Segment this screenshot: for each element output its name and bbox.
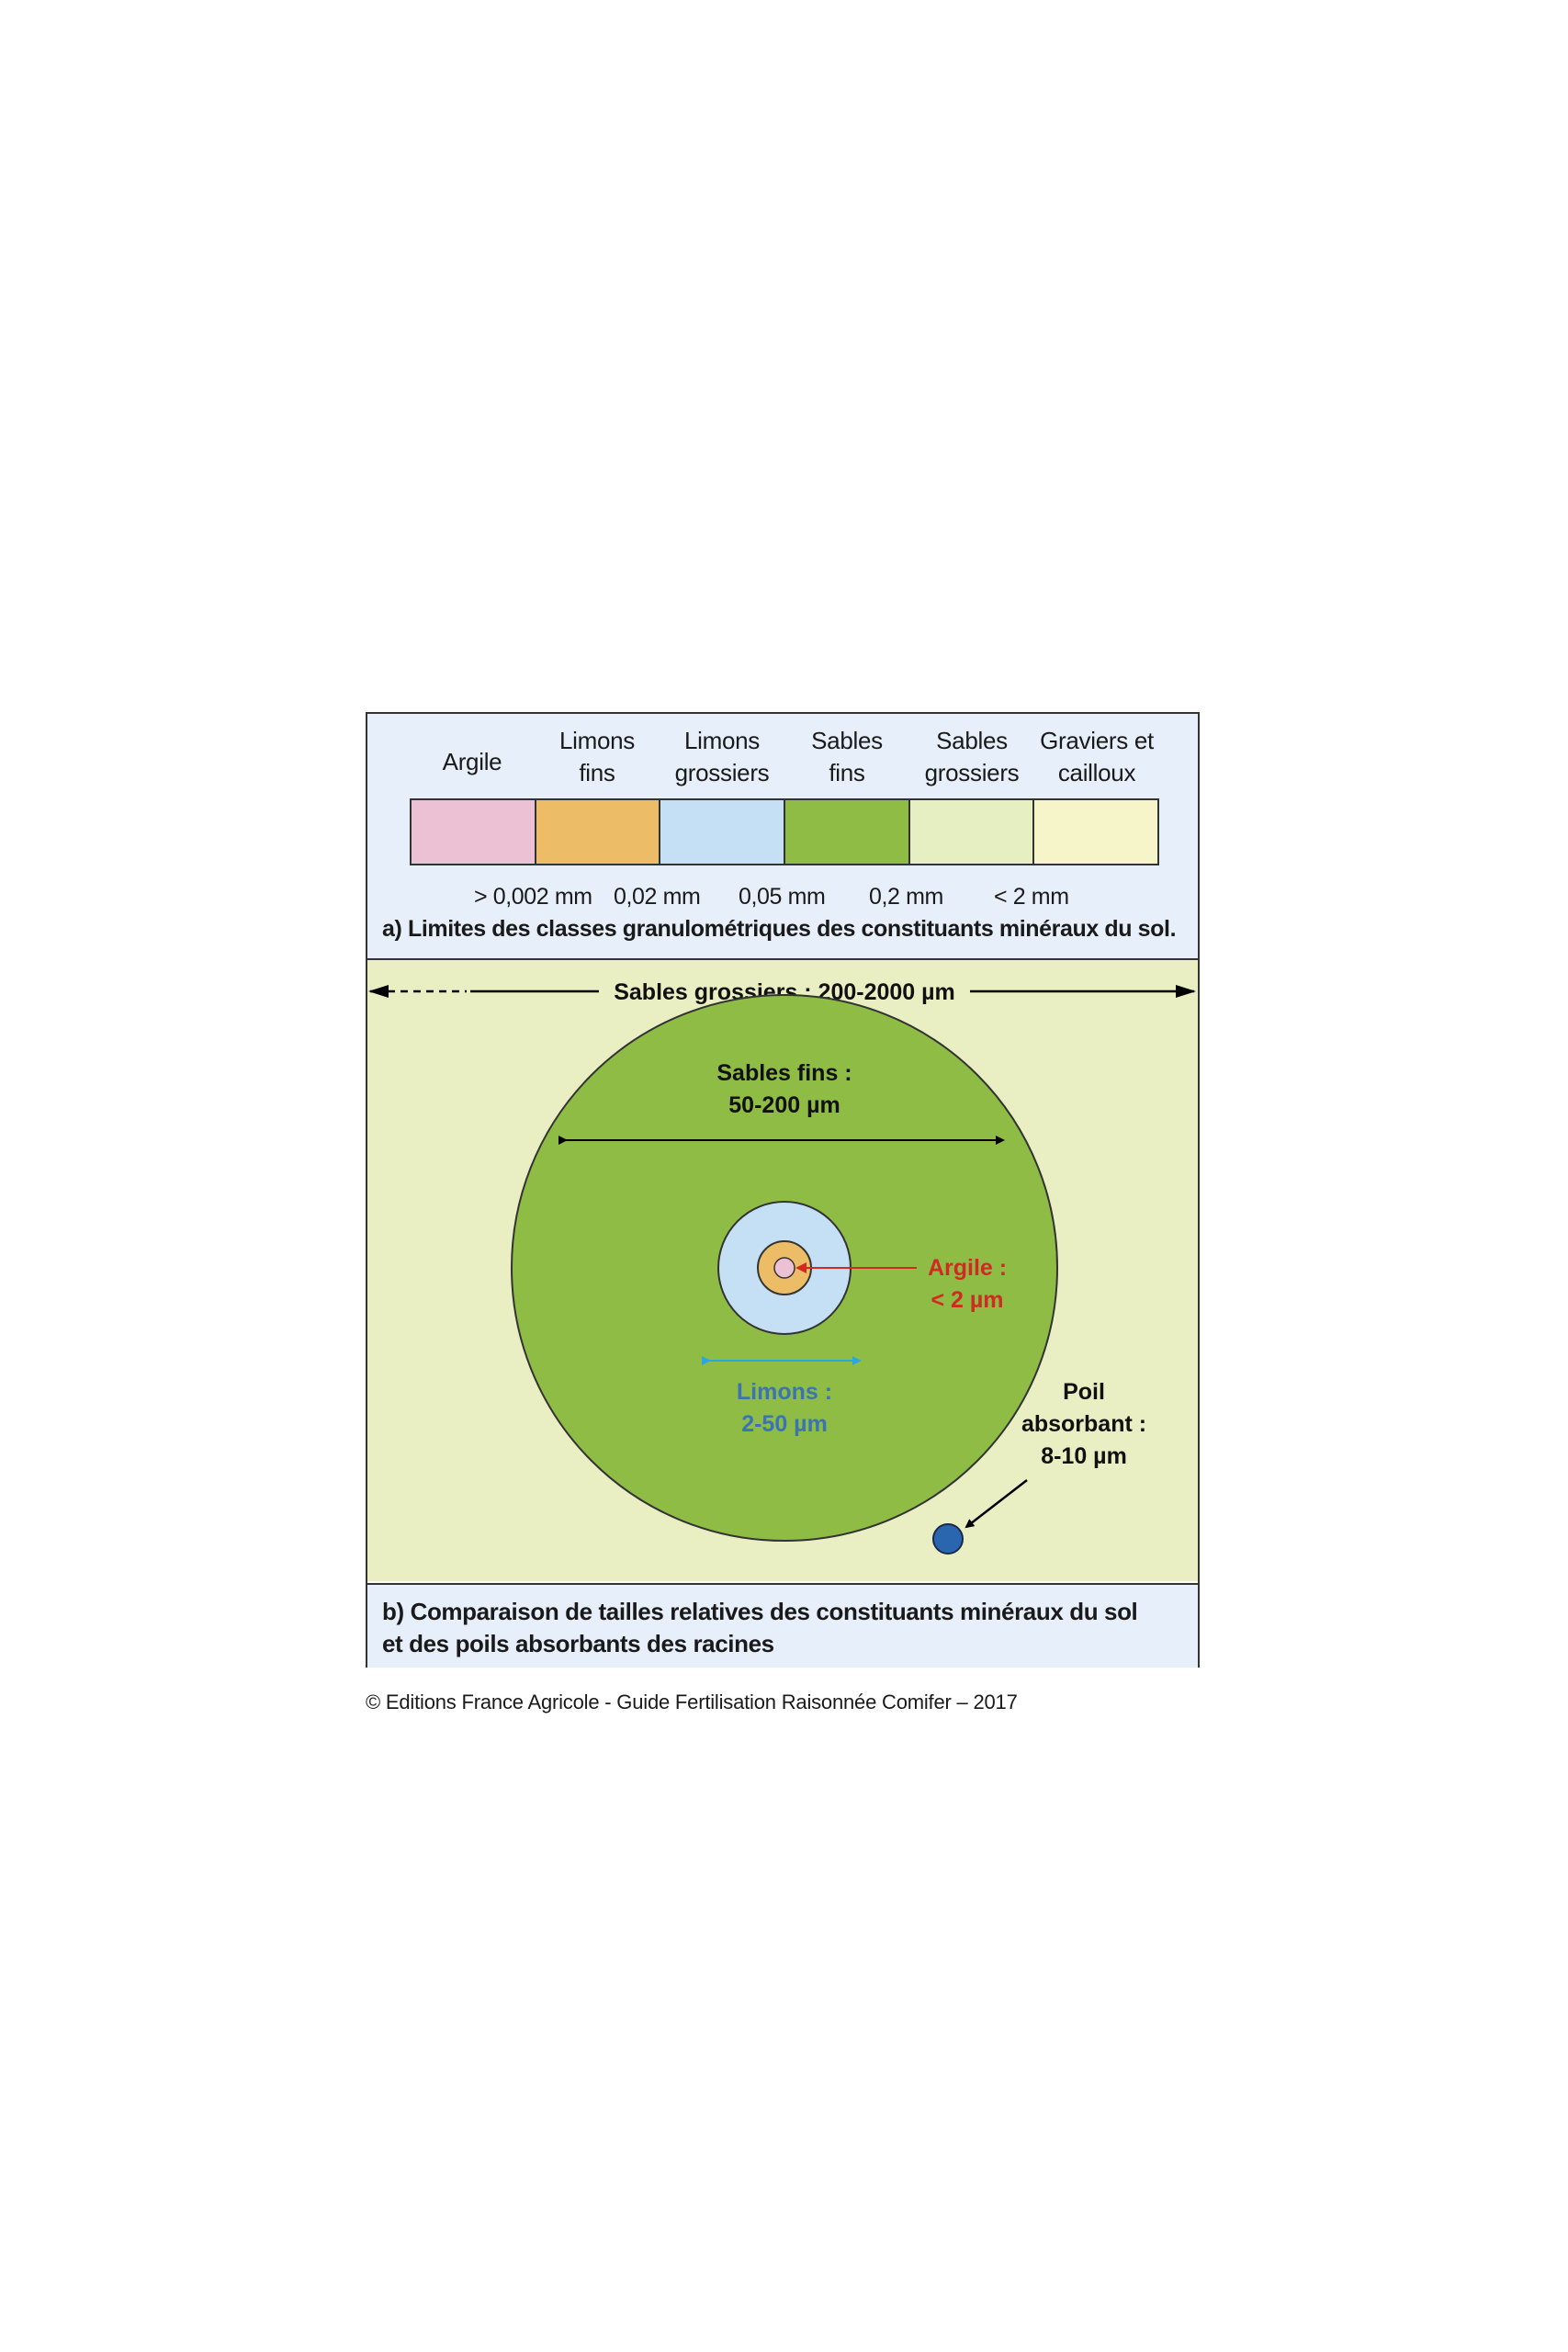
- swatch-sables-grossiers: [909, 800, 1035, 864]
- arrow-poil: [964, 1479, 1028, 1529]
- class-swatch-row: [410, 798, 1159, 865]
- label-limons-size: 2-50 µm: [741, 1411, 828, 1437]
- label-poil-subtitle: absorbant :: [1021, 1411, 1146, 1437]
- class-label-line: Argile: [442, 748, 502, 775]
- class-label-argile: Argile: [410, 714, 535, 778]
- limit-label: > 0,002 mm: [474, 884, 592, 910]
- class-label-limons-grossiers: Limons grossiers: [660, 725, 784, 789]
- circle-poil-absorbant: [932, 1523, 964, 1555]
- swatch-limons-fins: [536, 800, 661, 864]
- class-label-line: Sables: [936, 727, 1008, 754]
- label-poil-size: 8-10 µm: [1041, 1443, 1127, 1469]
- figure-frame: Argile Limons fins Limons grossiers Sabl…: [366, 712, 1200, 1668]
- panel-a-granulometric-classes: Argile Limons fins Limons grossiers Sabl…: [367, 714, 1198, 960]
- size-comparison-diagram: Sables grossiers : 200-2000 µm Sables fi…: [368, 979, 1196, 1555]
- label-poil-title: Poil: [1063, 1379, 1105, 1405]
- caption-line: b) Comparaison de tailles relatives des …: [382, 1598, 1138, 1625]
- label-limons-title: Limons :: [737, 1379, 832, 1405]
- class-label-line: Graviers et: [1040, 727, 1154, 754]
- class-label-line: Limons: [558, 727, 635, 754]
- class-label-limons-fins: Limons fins: [535, 725, 660, 789]
- class-label-line: fins: [829, 759, 865, 786]
- panel-b-caption-box: b) Comparaison de tailles relatives des …: [367, 1583, 1198, 1668]
- label-sables-fins-size: 50-200 µm: [728, 1092, 840, 1118]
- circle-argile-core: [773, 1257, 795, 1279]
- class-label-line: cailloux: [1057, 759, 1136, 786]
- class-label-line: fins: [579, 759, 615, 786]
- copyright-notice: © Editions France Agricole - Guide Ferti…: [366, 1690, 1018, 1713]
- class-label-line: Limons: [683, 727, 760, 754]
- class-label-line: grossiers: [924, 759, 1020, 786]
- limit-label: < 2 mm: [994, 884, 1069, 910]
- panel-b-size-comparison: Sables grossiers : 200-2000 µm Sables fi…: [367, 960, 1198, 1581]
- label-argile-size: < 2 µm: [931, 1287, 1003, 1313]
- swatch-argile: [412, 800, 536, 864]
- limit-label: 0,2 mm: [869, 884, 943, 910]
- label-sables-fins-title: Sables fins :: [716, 1060, 852, 1086]
- class-label-line: Sables: [811, 727, 883, 754]
- swatch-graviers-cailloux: [1034, 800, 1158, 864]
- swatch-limons-grossiers: [660, 800, 786, 864]
- panel-b-caption: b) Comparaison de tailles relatives des …: [382, 1596, 1138, 1660]
- panel-a-caption: a) Limites des classes granulométriques …: [382, 916, 1177, 942]
- class-label-graviers-cailloux: Graviers et cailloux: [1031, 725, 1163, 789]
- class-label-sables-fins: Sables fins: [784, 725, 909, 789]
- limit-label: 0,02 mm: [614, 884, 701, 910]
- caption-line: et des poils absorbants des racines: [382, 1630, 774, 1657]
- limit-label: 0,05 mm: [739, 884, 826, 910]
- class-label-line: grossiers: [674, 759, 770, 786]
- label-argile-title: Argile :: [928, 1255, 1007, 1281]
- class-label-sables-grossiers: Sables grossiers: [909, 725, 1034, 789]
- swatch-sables-fins: [785, 800, 910, 864]
